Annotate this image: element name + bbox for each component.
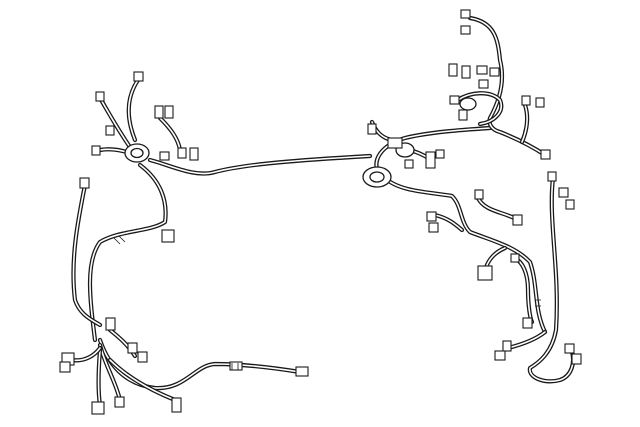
connector [474,189,484,200]
top-right-branch-wire [467,15,548,158]
lower-left-spur-wire [69,345,103,363]
connector [229,361,243,371]
connector [79,177,90,189]
connector [564,343,575,354]
left-down-branch-wire [87,162,168,343]
connector [522,317,533,329]
connector [133,71,144,82]
connector [404,159,414,169]
left-outer-vertical-wire [71,182,103,328]
connector [512,214,523,226]
central-lower-wire [382,175,548,335]
connector [558,187,569,198]
right-mid-branch-wire [519,102,530,145]
connector [105,125,115,136]
connector [189,147,199,161]
connector [426,211,437,222]
connector [540,149,551,160]
connector [91,145,101,156]
connector [458,109,468,121]
main-trunk-wire [147,153,373,176]
connector [154,105,164,119]
connector [547,171,557,182]
connector [489,67,500,77]
connectors [59,9,582,415]
lower-left-branch-wire [97,337,303,391]
connector [295,366,309,377]
central-loop-wire [374,125,493,179]
retainer-clips [113,235,541,370]
central-grommet [362,166,392,188]
connector [95,91,105,102]
connector [435,149,445,159]
connector [59,361,71,373]
connector [114,396,125,408]
right-connector-spur-wire [483,245,508,271]
right-lower-branch-wire [505,329,548,351]
right-spur-wire-2 [512,255,535,325]
connector [367,123,377,135]
connector [571,353,582,365]
lower-left-drop-wire-2 [96,347,103,408]
connector [105,317,116,331]
connector [161,229,175,243]
right-middle-spur-wire [475,195,521,223]
connector [535,97,545,108]
connector [460,25,471,35]
far-right-vertical-wire [527,175,576,384]
connector [477,265,493,281]
connector [428,222,439,233]
left-grommet [124,143,150,163]
connector [494,350,506,361]
harness-wires [69,15,576,408]
connector [478,79,489,89]
connector [387,137,403,149]
left-upper-cluster-wire-3 [157,115,183,153]
connector [448,63,458,77]
left-upper-cluster-wire-2 [126,77,141,143]
connector [449,95,460,105]
connector [159,151,170,161]
connector [177,147,187,159]
connector [502,340,512,352]
connector [137,351,148,363]
connector [461,65,471,79]
connector [425,151,436,169]
connector [521,95,531,106]
connector [476,65,488,75]
connector [91,401,105,415]
top-right-grommet [459,97,477,111]
connector [127,342,138,354]
connector [164,105,174,119]
grommets [124,97,477,188]
connector [510,253,520,263]
lower-left-drop-wire-3 [107,357,178,403]
connector [171,397,182,413]
right-upper-spur-wire [432,212,465,233]
left-upper-cluster-wire [97,95,135,153]
top-right-loop-wire [455,91,504,127]
connector [460,9,471,19]
connector [565,199,575,210]
